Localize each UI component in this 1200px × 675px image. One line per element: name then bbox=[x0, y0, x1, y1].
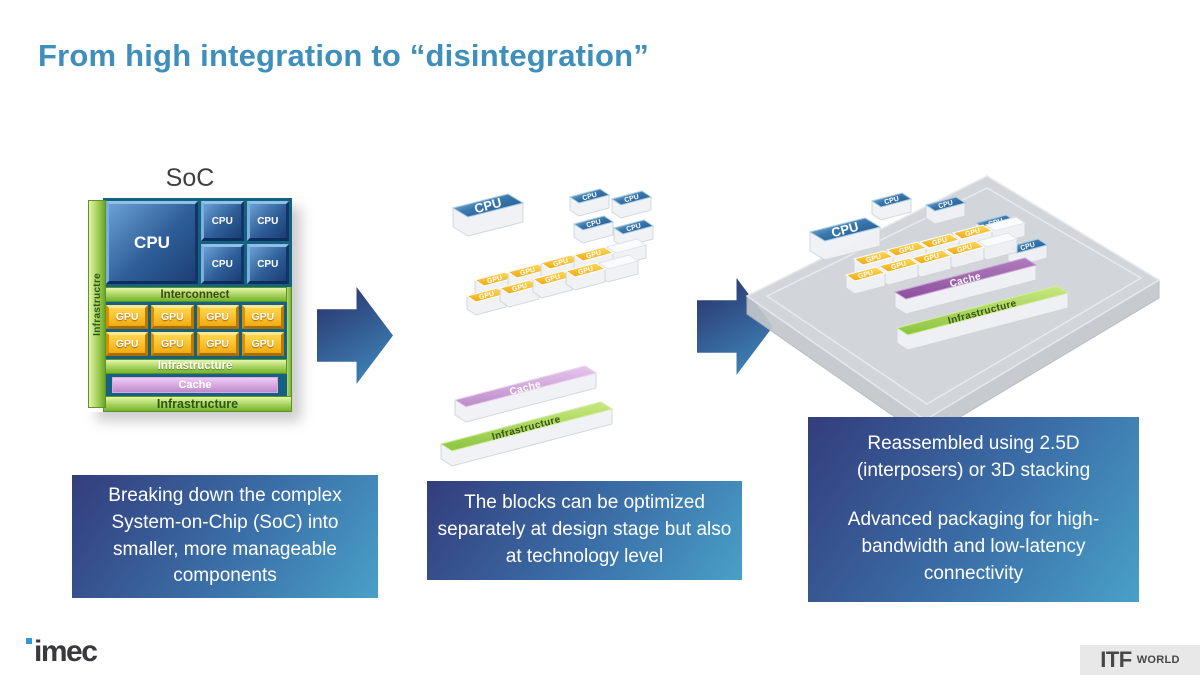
soc-side-infrastructure-strip: Infrastructre bbox=[88, 200, 106, 408]
chiplet-cpu-small: CPU bbox=[572, 215, 615, 244]
chiplet-cpu-small: CPU bbox=[568, 188, 611, 217]
soc-gpu-area: GPU GPU GPU GPU GPU GPU GPU GPU bbox=[103, 301, 287, 359]
chiplets-diagram: CPU CPU CPU CPU CPU GPU GPU bbox=[439, 188, 655, 467]
package-cpu-small-label: CPU bbox=[1020, 242, 1036, 253]
chiplet-cpu-small: CPU bbox=[612, 219, 655, 248]
soc-cpu-small: CPU bbox=[246, 244, 289, 285]
imec-logo-dot bbox=[26, 638, 32, 644]
chiplet-clear bbox=[976, 232, 1019, 261]
package-gpu-label: GPU bbox=[957, 244, 973, 255]
chiplet-gpu-label: GPU bbox=[479, 291, 495, 302]
chiplet-gpu-label: GPU bbox=[578, 266, 594, 277]
soc-cache-strip: Cache bbox=[112, 376, 278, 393]
package-cpu-small: CPU bbox=[1006, 238, 1049, 267]
package-cpu-small-label: CPU bbox=[938, 200, 954, 211]
package-gpu-label: GPU bbox=[866, 254, 882, 265]
soc-cpu-large: CPU bbox=[106, 201, 198, 285]
soc-gpu: GPU bbox=[241, 304, 284, 329]
soc-gpu: GPU bbox=[241, 331, 284, 356]
soc-cpu-small: CPU bbox=[201, 244, 244, 285]
soc-main: CPU CPU CPU CPU CPU Interconnect GPU GPU… bbox=[103, 198, 292, 412]
chiplet-gpu-label: GPU bbox=[545, 274, 561, 285]
caption-breakdown-text: Breaking down the complex System-on-Chip… bbox=[108, 484, 342, 587]
soc-cpu-area: CPU CPU CPU CPU CPU bbox=[103, 198, 292, 288]
chiplet-cpu-large: CPU bbox=[451, 193, 525, 237]
chiplet-gpu: GPU bbox=[564, 262, 607, 291]
chiplet-cpu-small-label: CPU bbox=[626, 223, 642, 234]
package-gpu-label: GPU bbox=[899, 245, 915, 256]
soc-cpu-small: CPU bbox=[246, 201, 289, 242]
soc-side-label: Infrastructre bbox=[91, 272, 103, 336]
chiplet-gpu-label: GPU bbox=[553, 258, 569, 269]
soc-cpu-grid: CPU CPU CPU CPU bbox=[201, 201, 289, 285]
itf-logo-text: ITF bbox=[1100, 647, 1132, 672]
chiplet-gpu-label: GPU bbox=[586, 250, 602, 261]
soc-gpu: GPU bbox=[106, 304, 149, 329]
caption-reassemble-line1: Reassembled using 2.5D (interposers) or … bbox=[856, 433, 1091, 482]
caption-optimize-text: The blocks can be optimized separately a… bbox=[437, 492, 732, 567]
chiplet-cpu-small-label: CPU bbox=[582, 192, 598, 203]
package-gpu-label: GPU bbox=[965, 228, 981, 239]
caption-reassemble-line2: Advanced packaging for high-bandwidth an… bbox=[847, 509, 1100, 584]
itf-world-text: WORLD bbox=[1136, 654, 1180, 666]
imec-logo-text: imec bbox=[34, 635, 98, 668]
package-gpu-label: GPU bbox=[932, 237, 948, 248]
caption-breakdown: Breaking down the complex System-on-Chip… bbox=[72, 475, 378, 598]
slide-title: From high integration to “disintegration… bbox=[38, 38, 649, 73]
soc-gpu: GPU bbox=[196, 304, 239, 329]
package-cpu-large: CPU bbox=[808, 217, 882, 261]
package-gpu-label: GPU bbox=[891, 261, 907, 272]
package-cpu-small: CPU bbox=[924, 196, 967, 225]
package-cpu-large-label: CPU bbox=[830, 219, 860, 241]
itf-world-logo: ITF WORLD bbox=[1080, 645, 1200, 675]
arrow-right-icon bbox=[317, 287, 393, 384]
caption-optimize: The blocks can be optimized separately a… bbox=[427, 481, 742, 580]
chiplet-cpu-small-label: CPU bbox=[624, 194, 640, 205]
chiplet-clear bbox=[597, 254, 640, 283]
chiplet-cpu-small-label: CPU bbox=[586, 219, 602, 230]
chiplet-gpu-label: GPU bbox=[520, 267, 536, 278]
chiplet-gpu-label: GPU bbox=[512, 283, 528, 294]
package-cpu-small-label: CPU bbox=[884, 196, 900, 207]
package-gpu-label: GPU bbox=[924, 253, 940, 264]
soc-interconnect-strip: Interconnect bbox=[103, 287, 287, 302]
package-gpu-label: GPU bbox=[858, 270, 874, 281]
chiplet-cpu-small: CPU bbox=[610, 190, 653, 219]
soc-diagram: Infrastructre CPU CPU CPU CPU CPU Interc… bbox=[88, 198, 292, 412]
soc-gpu: GPU bbox=[106, 331, 149, 356]
package-diagram: CPU CPU CPU CPU GPU GPU GPU bbox=[745, 175, 1161, 439]
soc-infrastructure-mid-strip: Infrastructure bbox=[103, 358, 287, 374]
chiplet-cpu-large-label: CPU bbox=[473, 195, 503, 217]
soc-heading: SoC bbox=[165, 164, 215, 192]
soc-cache-row: Cache bbox=[103, 373, 287, 396]
soc-gpu: GPU bbox=[151, 331, 194, 356]
chiplet-cache-bar: Cache bbox=[453, 365, 598, 423]
package-gpu: GPU bbox=[877, 257, 920, 286]
chiplet-gpu: GPU bbox=[531, 270, 574, 299]
caption-reassemble: Reassembled using 2.5D (interposers) or … bbox=[808, 417, 1139, 602]
package-infrastructure-bar: Infrastructure bbox=[895, 285, 1070, 351]
soc-cpu-small: CPU bbox=[201, 201, 244, 242]
chiplet-gpu: GPU bbox=[498, 279, 541, 308]
soc-infrastructure-bottom-strip: Infrastructure bbox=[103, 395, 292, 412]
chiplet-gpu-label: GPU bbox=[487, 275, 503, 286]
soc-gpu: GPU bbox=[196, 331, 239, 356]
package-cpu-small: CPU bbox=[870, 192, 913, 221]
soc-gpu: GPU bbox=[151, 304, 194, 329]
package-gpu: GPU bbox=[844, 266, 887, 295]
package-cache-bar: Cache bbox=[893, 257, 1038, 315]
